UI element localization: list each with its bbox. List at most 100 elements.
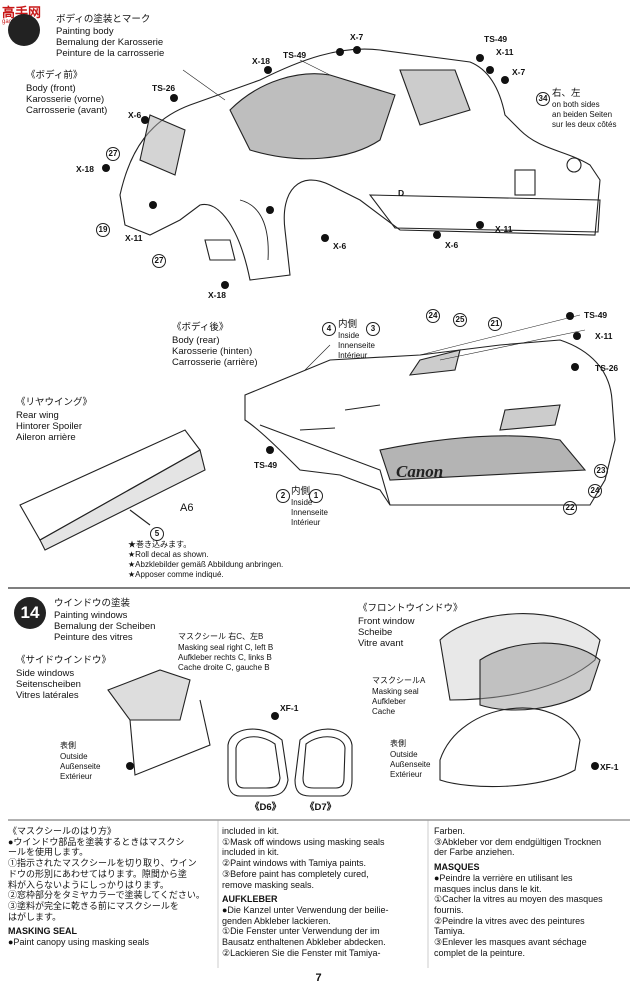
mask-seal-lr-en: Masking seal right C, left B — [178, 643, 274, 652]
window-frame-d6 — [227, 728, 289, 797]
decal-number: 23 — [594, 464, 608, 478]
note-line: ドウの形別にあわせてはります。隙間から塗 — [8, 868, 187, 879]
outside-right-jp: 表側 — [390, 739, 406, 748]
masking-head-en: MASKING SEAL — [8, 926, 78, 937]
part-d7-label: 《D7》 — [305, 802, 337, 813]
rear-caption-jp: 《ボディ後》 — [172, 322, 229, 333]
side-window-panel-drawing — [107, 669, 191, 721]
step13-title-fr: Peinture de la carrosserie — [56, 48, 165, 59]
inside-jp: 内側 — [338, 319, 358, 330]
note-line: はがします。 — [8, 911, 62, 922]
decal-number: 24 — [588, 484, 602, 498]
both-sides-de: an beiden Seiten — [552, 110, 613, 119]
decal-badge: 19 — [96, 219, 110, 237]
note-line: ③Before paint has completely cured, — [222, 868, 369, 879]
note-line: ①指示されたマスクシールを切り取り、ウイン — [8, 858, 197, 869]
part-d6-label: 《D6》 — [250, 802, 282, 813]
decal-number: 1 — [309, 489, 323, 503]
paint-label: X-11 — [125, 233, 143, 243]
mask-seal-a-de: Aufkleber — [372, 697, 406, 706]
inside-bottom-en: Inside — [291, 498, 313, 507]
paint-label: X-11 — [495, 224, 513, 234]
note-line: ①Die Fenster unter Verwendung der im — [222, 926, 380, 937]
roll-note-fr: ★Apposer comme indiqué. — [128, 570, 224, 579]
outside-left-en: Outside — [60, 752, 88, 761]
front-window-caption-fr: Vitre avant — [358, 638, 404, 649]
step-13-number-badge — [8, 14, 40, 46]
note-line: Bausatz enthaltenen Abkleber abdecken. — [222, 937, 386, 948]
part-a6-label: A6 — [180, 502, 194, 514]
decal-badge: 3 — [366, 318, 380, 336]
paint-label: X-18 — [252, 56, 270, 66]
side-window-caption-jp: 《サイドウインドウ》 — [16, 655, 112, 666]
rear-body-drawing — [244, 339, 616, 506]
paint-label: X-18 — [76, 164, 94, 174]
paint-label: X-11 — [496, 47, 514, 57]
decal-number: 22 — [563, 501, 577, 515]
page-number: 7 — [315, 972, 322, 984]
roll-note-en: ★Roll decal as shown. — [128, 550, 209, 559]
notes-column-3: Farben. ③Abkleber vor dem endgültigen Tr… — [434, 826, 632, 958]
both-sides-en: on both sides — [552, 100, 600, 109]
paint-label: TS-49 — [283, 50, 307, 60]
note-line: ●ウインドウ部品を塗装するときはマスクシ — [8, 836, 185, 847]
paint-label: X-18 — [208, 290, 226, 300]
outside-left-fr: Extérieur — [60, 772, 93, 781]
outside-left-de: Außenseite — [60, 762, 101, 771]
paint-label: TS-26 — [595, 363, 619, 373]
roll-note-jp: ★巻き込みます。 — [128, 540, 192, 549]
paint-label: X-7 — [512, 67, 526, 77]
paint-label: X-6 — [333, 241, 347, 251]
mask-seal-a-en: Masking seal — [372, 687, 419, 696]
mask-seal-lr-jp: マスクシール 右C、左B — [178, 632, 264, 641]
step13-title-jp: ボディの塗装とマーク — [56, 14, 151, 25]
rear-caption-de: Karosserie (hinten) — [172, 346, 253, 357]
paint-label: TS-49 — [584, 310, 608, 320]
both-sides-jp: 右、左 — [552, 88, 581, 99]
wing-caption-jp: 《リヤウイング》 — [16, 397, 93, 408]
decal-badge: 25 — [453, 309, 467, 327]
side-window-caption-fr: Vitres latérales — [16, 690, 79, 701]
decal-number: 2 — [276, 489, 290, 503]
outside-right-fr: Extérieur — [390, 770, 423, 779]
mask-seal-lr-fr: Cache droite C, gauche B — [178, 663, 270, 672]
paint-label: D — [398, 188, 405, 198]
paint-label: X-7 — [350, 32, 364, 42]
note-line: ①Mask off windows using masking seals — [222, 836, 385, 847]
front-caption-fr: Carrosserie (avant) — [26, 105, 108, 116]
decal-badge: 27 — [106, 143, 120, 161]
canon-logo: Canon — [396, 462, 444, 481]
paint-label-xf1-left: XF-1 — [280, 703, 299, 713]
decal-badge: 5 — [150, 523, 164, 541]
note-line: included in kit. — [222, 826, 280, 836]
paint-label: X-6 — [128, 110, 142, 120]
outside-left-jp: 表側 — [60, 741, 76, 750]
decal-badge: 24 — [588, 480, 602, 498]
note-line: ③Enlever les masques avant séchage — [434, 937, 587, 948]
note-line: ②Peindre la vitres avec des peintures — [434, 915, 585, 926]
note-line: ●Paint canopy using masking seals — [8, 937, 150, 948]
note-line: ③塗料が完全に乾きる前にマスクシールを — [8, 900, 179, 911]
note-line: ②Paint windows with Tamiya paints. — [222, 858, 366, 869]
outside-right-de: Außenseite — [390, 760, 431, 769]
step14-title-de: Bemalung der Scheiben — [54, 621, 156, 632]
inside-fr: Intérieur — [338, 351, 368, 360]
aufkleber-head: AUFKLEBER — [222, 894, 278, 905]
note-line: ールを使用します。 — [8, 847, 89, 858]
note-line: ③Abkleber vor dem endgültigen Trocknen — [434, 836, 602, 847]
step14-title-fr: Peinture des vitres — [54, 632, 133, 643]
note-line: remove masking seals. — [222, 879, 315, 890]
decal-number: 21 — [488, 317, 502, 331]
front-window-caption-de: Scheibe — [358, 627, 393, 638]
note-line: ②窓枠部分をタミヤカラーで塗装してください。 — [8, 890, 205, 901]
note-line: ②Lackieren Sie die Fenster mit Tamiya- — [222, 947, 381, 958]
decal-number: 19 — [96, 223, 110, 237]
note-line: ●Peindre la verrière en utilisant les — [434, 872, 573, 883]
paint-label: TS-26 — [152, 83, 176, 93]
decal-badge: 23 — [594, 460, 608, 478]
decal-number: 34 — [536, 92, 550, 106]
note-line: Tamiya. — [434, 926, 466, 937]
decal-number: 5 — [150, 527, 164, 541]
front-body-drawing — [119, 48, 601, 281]
